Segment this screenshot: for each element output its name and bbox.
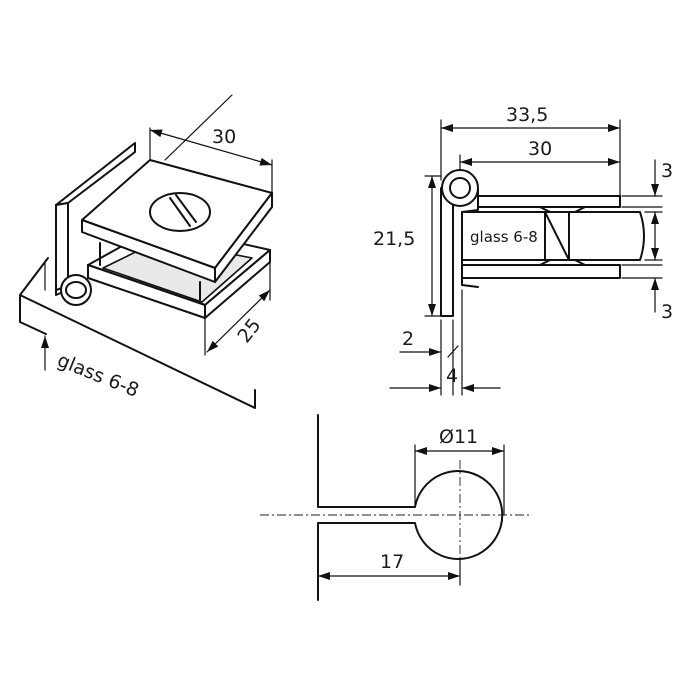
top-profile bbox=[317, 414, 504, 601]
iso-width-label: 30 bbox=[212, 126, 236, 148]
side-total-width-label: 33,5 bbox=[506, 104, 548, 126]
hinge-knuckle bbox=[55, 202, 92, 306]
side-offset-label: 4 bbox=[446, 365, 458, 387]
side-dimension-width: 30 bbox=[459, 138, 621, 171]
isometric-view: 30 25 glass 6-8 bbox=[19, 94, 273, 409]
side-lower-plate bbox=[461, 259, 621, 279]
side-dimension-plates: 3 3 bbox=[621, 159, 673, 323]
side-bottom-plate-label: 3 bbox=[661, 301, 673, 323]
side-vertical-plate bbox=[440, 187, 454, 317]
side-dimension-plate-thickness: 2 bbox=[399, 319, 459, 396]
iso-depth-label: 25 bbox=[233, 315, 265, 348]
side-dimension-height: 21,5 bbox=[373, 175, 442, 317]
side-width-label: 30 bbox=[528, 138, 552, 160]
top-view: Ø11 17 bbox=[260, 414, 530, 601]
side-dimension-total-width: 33,5 bbox=[440, 104, 621, 197]
side-glass: glass 6-8 bbox=[461, 211, 645, 261]
iso-glass-label: glass 6-8 bbox=[54, 349, 142, 402]
iso-dimension-width: 30 bbox=[149, 126, 273, 194]
top-diameter-label: Ø11 bbox=[439, 426, 478, 448]
side-height-label: 21,5 bbox=[373, 228, 415, 250]
side-plate-thickness-label: 2 bbox=[402, 328, 414, 350]
screw-head-icon bbox=[149, 192, 211, 232]
top-length-label: 17 bbox=[380, 551, 404, 573]
side-upper-plate bbox=[477, 195, 621, 213]
side-glass-label: glass 6-8 bbox=[470, 228, 538, 246]
side-dimension-offset: 4 bbox=[389, 289, 501, 396]
top-dimension-length: 17 bbox=[317, 551, 461, 586]
top-dimension-diameter: Ø11 bbox=[414, 426, 505, 516]
glass-panel bbox=[19, 257, 256, 409]
side-top-plate-label: 3 bbox=[661, 160, 673, 182]
side-view: glass 6-8 33,5 30 21,5 bbox=[373, 104, 673, 396]
